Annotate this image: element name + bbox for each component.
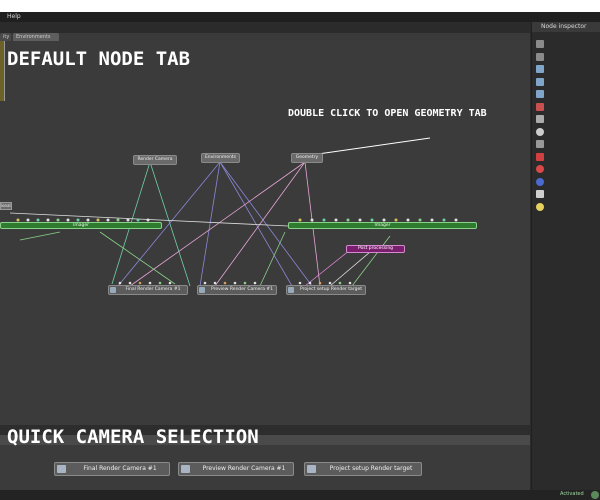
node-graph-canvas[interactable] <box>0 41 530 425</box>
camera-icon <box>307 465 316 473</box>
tab-partial[interactable]: ity <box>0 33 11 41</box>
camera-node-label: Project setup Render target <box>300 287 362 292</box>
panel-divider[interactable] <box>0 425 530 435</box>
activation-status: Activated <box>560 491 584 497</box>
quick-camera-label: Project setup Render target <box>329 465 413 472</box>
environment-node-partial[interactable]: ional <box>0 202 12 210</box>
camera-node-label: Final Render Camera #1 <box>125 287 181 292</box>
render-target-icon[interactable] <box>536 40 544 48</box>
geometry-node[interactable]: Geometry <box>291 153 323 163</box>
node-graph-tab-bar: ity Environments <box>0 33 530 41</box>
camera-icon <box>57 465 66 473</box>
partial-node-thumbnail <box>0 41 5 101</box>
status-bar <box>0 490 600 500</box>
pattern-icon[interactable] <box>536 140 544 148</box>
quick-camera-toolbar <box>0 435 530 445</box>
render-camera-node[interactable]: Render Camera <box>133 155 177 165</box>
light-icon[interactable] <box>536 152 544 161</box>
quick-camera-preview[interactable]: Preview Render Camera #1 <box>178 462 294 476</box>
camera-icon <box>288 287 294 293</box>
camera-icon[interactable] <box>536 65 544 73</box>
camera-icon <box>110 287 116 293</box>
inspector-toolbar <box>536 40 546 215</box>
kernel-icon[interactable] <box>536 202 544 211</box>
window-top-strip <box>0 0 600 12</box>
copy-icon[interactable] <box>536 52 544 61</box>
imager-node-right[interactable]: Imager <box>288 222 477 229</box>
quick-camera-project-setup[interactable]: Project setup Render target <box>304 462 422 476</box>
quick-camera-label: Preview Render Camera #1 <box>202 465 286 472</box>
sphere-icon[interactable] <box>536 127 544 136</box>
menu-help[interactable]: Help <box>7 13 21 20</box>
red-sphere-icon[interactable] <box>536 165 544 173</box>
blue-sphere-icon[interactable] <box>536 177 544 186</box>
quick-camera-label: Final Render Camera #1 <box>83 465 157 472</box>
tab-environments[interactable]: Environments <box>13 33 59 41</box>
mesh-icon[interactable] <box>536 77 544 86</box>
camera-node-final[interactable]: Final Render Camera #1 <box>108 285 188 295</box>
node-inspector-panel: Node inspector <box>531 22 600 490</box>
image-icon[interactable] <box>536 190 544 198</box>
caption-double-click: DOUBLE CLICK TO OPEN GEOMETRY TAB <box>288 108 487 119</box>
material-icon[interactable] <box>536 102 544 111</box>
camera-icon <box>199 287 205 293</box>
caption-quick-camera-selection: QUICK CAMERA SELECTION <box>7 426 259 448</box>
inspector-title: Node inspector <box>532 22 600 32</box>
camera-node-label: Preview Render Camera #1 <box>210 287 274 292</box>
menu-bar: Help <box>0 12 600 22</box>
caption-default-node-tab: DEFAULT NODE TAB <box>7 48 191 70</box>
environments-node[interactable]: Environments <box>201 153 240 163</box>
camera-node-project-setup[interactable]: Project setup Render target <box>286 285 366 295</box>
quick-camera-final[interactable]: Final Render Camera #1 <box>54 462 170 476</box>
post-processing-node[interactable]: Post processing <box>346 245 405 253</box>
activation-icon <box>591 491 599 499</box>
scene-icon[interactable] <box>536 90 544 98</box>
camera-icon <box>181 465 190 473</box>
imager-node-left[interactable]: Imager <box>0 222 162 229</box>
camera-node-preview[interactable]: Preview Render Camera #1 <box>197 285 277 295</box>
texture-icon[interactable] <box>536 115 544 123</box>
